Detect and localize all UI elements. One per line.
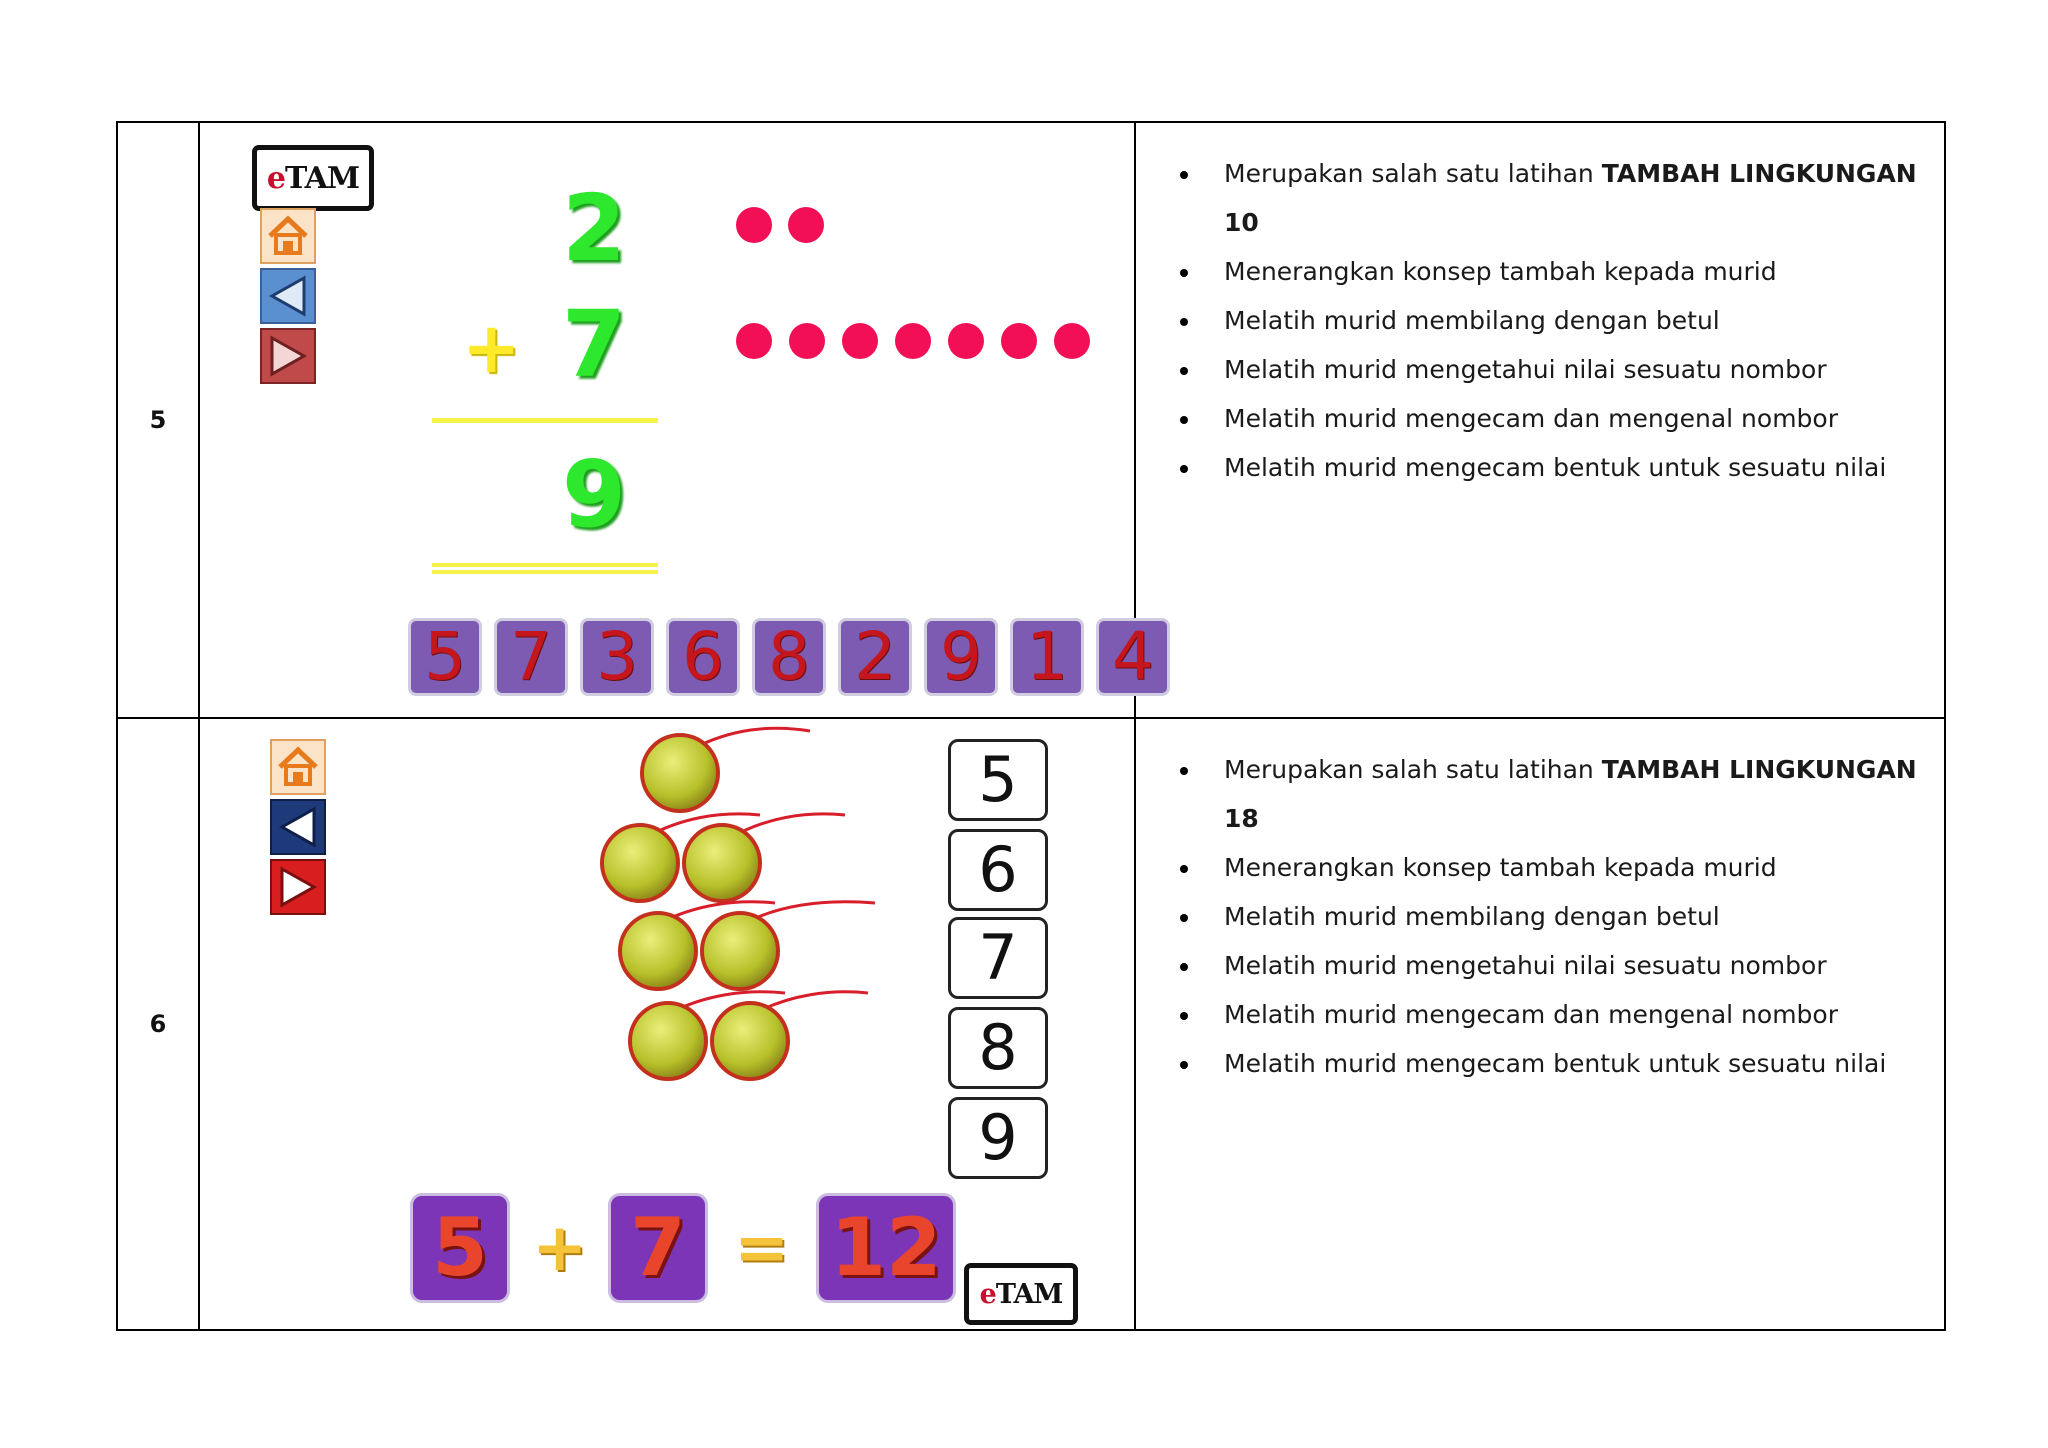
list-item: Melatih murid mengecam dan mengenal nomb… [1174,394,1928,443]
counting-dot [1001,323,1037,359]
equation-equals: = [734,1209,790,1286]
counting-dot [948,323,984,359]
answer-underline [432,570,658,574]
number-tile[interactable]: 9 [924,618,998,696]
equation-plus: + [532,1209,588,1286]
row-number: 5 [118,123,200,717]
counting-dot [842,323,878,359]
counting-dot [895,323,931,359]
counting-dot [789,323,825,359]
rambutan-cluster [600,726,876,1081]
rambutan-icon [640,726,811,813]
objective-text: Melatih murid mengecam dan mengenal nomb… [1224,1000,1838,1029]
objective-text: Melatih murid mengetahui nilai sesuatu n… [1224,355,1827,384]
home-icon[interactable] [260,208,316,264]
objective-text: Melatih murid mengecam bentuk untuk sesu… [1224,453,1887,482]
rambutan-icon [600,812,761,903]
list-item: Merupakan salah satu latihan TAMBAH LING… [1174,149,1928,247]
list-item: Melatih murid membilang dengan betul [1174,892,1928,941]
number-tile[interactable]: 6 [666,618,740,696]
equation-result: 12 [816,1193,956,1303]
equation-addend-b: 7 [608,1193,708,1303]
rambutan-icon [682,812,846,903]
etam-logo-text: TAM [995,1278,1063,1310]
list-item: Melatih murid mengecam bentuk untuk sesu… [1174,443,1928,492]
back-arrow-icon[interactable] [260,268,316,324]
number-tile[interactable]: 2 [838,618,912,696]
counting-dot [1054,323,1090,359]
answer-choice[interactable]: 6 [948,829,1048,911]
forward-arrow-icon[interactable] [260,328,316,384]
answer-number: 9 [562,441,627,548]
number-tile[interactable]: 7 [494,618,568,696]
table-row: 6 [118,719,1944,1329]
back-arrow-icon[interactable] [270,799,326,855]
number-tile[interactable]: 4 [1096,618,1170,696]
addend-bottom: 7 [562,291,627,398]
list-item: Melatih murid mengecam bentuk untuk sesu… [1174,1039,1928,1088]
list-item: Melatih murid membilang dengan betul [1174,296,1928,345]
equation-addend-a: 5 [410,1193,510,1303]
list-item: Menerangkan konsep tambah kepada murid [1174,843,1928,892]
objective-list: Merupakan salah satu latihan TAMBAH LING… [1174,745,1928,1088]
list-item: Melatih murid mengetahui nilai sesuatu n… [1174,345,1928,394]
rambutan-icon [628,990,786,1081]
number-tile[interactable]: 1 [1010,618,1084,696]
forward-arrow-icon[interactable] [270,859,326,915]
list-item: Merupakan salah satu latihan TAMBAH LING… [1174,745,1928,843]
number-tile[interactable]: 3 [580,618,654,696]
answer-choice[interactable]: 8 [948,1007,1048,1089]
rambutan-icon [710,990,869,1081]
objective-text: Melatih murid membilang dengan betul [1224,306,1720,335]
list-item: Melatih murid mengetahui nilai sesuatu n… [1174,941,1928,990]
counting-dot [736,207,772,243]
objective-bold-text: TAMBAH LINGKUNGAN 18 [1224,755,1917,833]
objective-text: Menerangkan konsep tambah kepada murid [1224,257,1777,286]
objective-list: Merupakan salah satu latihan TAMBAH LING… [1174,149,1928,492]
objective-text: Menerangkan konsep tambah kepada murid [1224,853,1777,882]
description-cell: Merupakan salah satu latihan TAMBAH LING… [1136,719,1944,1329]
list-item: Melatih murid mengecam dan mengenal nomb… [1174,990,1928,1039]
objective-text: Melatih murid mengecam dan mengenal nomb… [1224,404,1838,433]
rambutan-icon [700,900,876,991]
rambutan-icon [618,900,776,991]
objective-text: Merupakan salah satu latihan [1224,159,1602,188]
etam-logo-e: e [266,160,286,196]
number-tile[interactable]: 8 [752,618,826,696]
answer-choice[interactable]: 9 [948,1097,1048,1179]
counting-dot [788,207,824,243]
sum-line [432,418,658,423]
etam-logo-text: TAM [284,160,360,196]
number-tile[interactable]: 5 [408,618,482,696]
objective-text: Melatih murid mengetahui nilai sesuatu n… [1224,951,1827,980]
answer-choice[interactable]: 5 [948,739,1048,821]
objective-text: Merupakan salah satu latihan [1224,755,1602,784]
objective-text: Melatih murid mengecam bentuk untuk sesu… [1224,1049,1887,1078]
counting-dot [736,323,772,359]
home-icon[interactable] [270,739,326,795]
list-item: Menerangkan konsep tambah kepada murid [1174,247,1928,296]
objective-text: Melatih murid membilang dengan betul [1224,902,1720,931]
addend-top: 2 [562,175,627,282]
plus-sign: + [462,307,521,389]
objective-bold-text: TAMBAH LINGKUNGAN 10 [1224,159,1917,237]
row-number: 6 [118,719,200,1329]
answer-underline [432,563,658,567]
etam-logo-e: e [979,1278,997,1310]
answer-choice[interactable]: 7 [948,917,1048,999]
description-cell: Merupakan salah satu latihan TAMBAH LING… [1136,123,1944,717]
